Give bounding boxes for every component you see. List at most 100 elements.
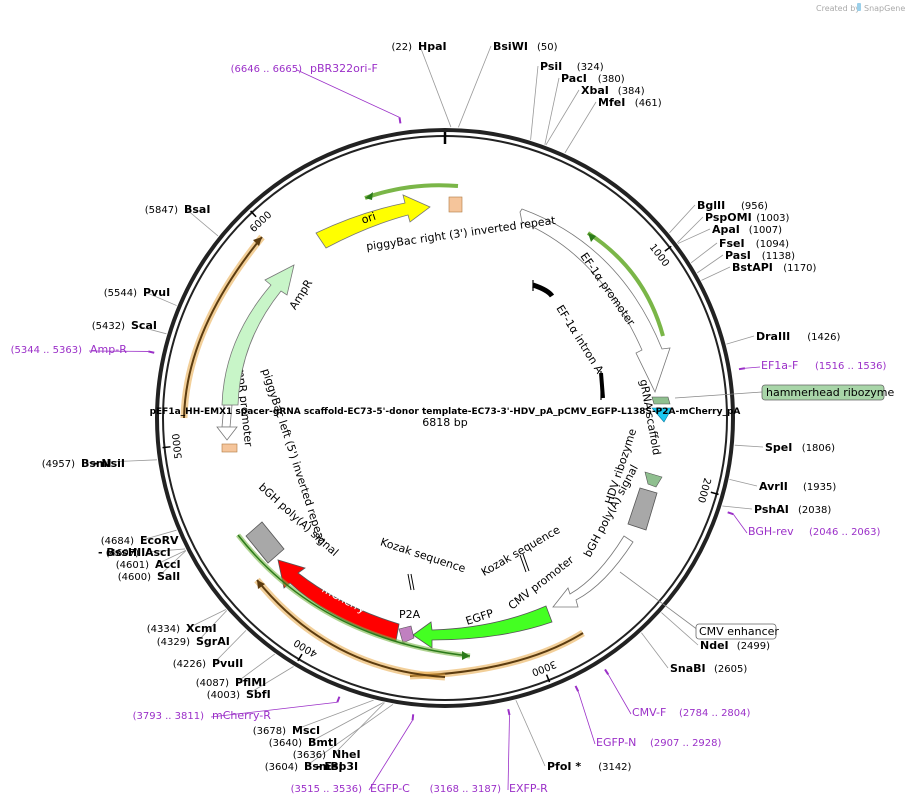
primer-position: (5344 .. 5363) <box>11 345 83 356</box>
site-label[interactable]: BsmBI(3604) <box>265 760 343 773</box>
site-connector <box>247 666 294 695</box>
primer-label[interactable]: EGFP-N(2907 .. 2928) <box>596 736 722 749</box>
primer-connector <box>296 69 400 118</box>
primer-position: (3515 .. 3536) <box>291 784 363 795</box>
site-label[interactable]: PacI(380) <box>561 72 625 85</box>
primer-label[interactable]: EF1a-F(1516 .. 1536) <box>761 359 887 372</box>
site-label[interactable]: MscI(3678) <box>253 724 320 737</box>
site-label[interactable]: BsiWI(50) <box>493 40 558 53</box>
site-label[interactable]: PspOMI(1003) <box>705 211 790 224</box>
site-label[interactable]: SalI(4600) <box>118 570 180 583</box>
site-label[interactable]: AccI(4601) <box>116 558 181 571</box>
feature-ori[interactable]: ori <box>315 194 431 249</box>
site-label[interactable]: PshAI(2038) <box>754 503 831 516</box>
site-label[interactable]: PasI(1138) <box>725 249 795 262</box>
primer-bar-ef1a-arrow-icon <box>588 233 596 242</box>
site-position: (1094) <box>756 239 789 250</box>
site-label[interactable]: SpeI(1806) <box>765 441 835 454</box>
site-position: (50) <box>537 42 558 53</box>
plasmid-size: 6818 bp <box>422 416 467 429</box>
kozak-marker-1 <box>407 573 412 591</box>
site-label[interactable]: - Esp3I <box>316 760 358 773</box>
site-label[interactable]: SnaBI(2605) <box>670 662 747 675</box>
cmv-enhancer-leader <box>619 571 699 631</box>
site-label[interactable]: PsiI(324) <box>540 60 604 73</box>
site-label[interactable]: PvuI(5544) <box>104 286 170 299</box>
ruler-tick-label: 2000 <box>695 476 712 503</box>
site-connector <box>141 529 177 541</box>
site-connector <box>213 630 247 664</box>
site-position: (4684) <box>101 536 134 547</box>
site-label[interactable]: BsmI(4957) <box>42 457 112 470</box>
ruler-tick <box>710 491 719 496</box>
primer-site <box>574 685 580 692</box>
site-label[interactable]: XcmI(4334) <box>147 622 217 635</box>
site-name: DraIII <box>756 330 790 343</box>
piggybac-right-marker <box>448 196 463 213</box>
site-position: (1935) <box>803 482 836 493</box>
primer-label[interactable]: Amp-R(5344 .. 5363) <box>11 343 128 356</box>
primer-position: (3168 .. 3187) <box>430 784 502 795</box>
site-connector <box>132 324 167 335</box>
site-label[interactable]: NheI(3636) <box>293 748 361 761</box>
feature-cmv-promoter[interactable] <box>552 535 634 608</box>
primer-position: (2046 .. 2063) <box>809 527 881 538</box>
site-label[interactable]: DraIII(1426) <box>756 330 841 343</box>
site-label[interactable]: SgrAI(4329) <box>157 635 230 648</box>
site-name: BsmBI <box>304 760 343 773</box>
primer-label[interactable]: BGH-rev(2046 .. 2063) <box>748 525 881 538</box>
feature-piggybac-right[interactable] <box>519 208 671 394</box>
site-label[interactable]: MfeI(461) <box>598 96 662 109</box>
site-name: - BssHII <box>98 546 145 559</box>
site-label[interactable]: ScaI(5432) <box>92 319 157 332</box>
site-position: (3142) <box>598 762 631 773</box>
site-label[interactable]: - BssHII <box>98 546 145 559</box>
ruler-tick <box>545 674 551 683</box>
primer-label[interactable]: EXFP-R(3168 .. 3187) <box>430 782 549 795</box>
feature-bgh-right[interactable] <box>627 487 658 531</box>
feature-mcherry[interactable]: mCherry <box>277 559 400 642</box>
primer-label[interactable]: pBR322ori-F(6646 .. 6665) <box>231 62 378 75</box>
site-label[interactable]: BstAPI(1170) <box>732 261 817 274</box>
site-label[interactable]: EcoRV(4684) <box>101 534 179 547</box>
primer-label[interactable]: mCherry-R(3793 .. 3811) <box>133 709 272 722</box>
site-position: (380) <box>598 74 625 85</box>
feature-ef1a-intron[interactable] <box>532 280 605 400</box>
site-position: (5847) <box>145 205 178 216</box>
feature-p2a[interactable] <box>398 625 415 644</box>
primer-position: (2907 .. 2928) <box>650 738 722 749</box>
primer-position: (1516 .. 1536) <box>815 361 887 372</box>
primer-site <box>604 668 610 676</box>
site-label[interactable]: XbaI(384) <box>581 84 645 97</box>
site-label[interactable]: AvrII(1935) <box>759 480 836 493</box>
site-label[interactable]: AscI(4607) <box>106 546 171 559</box>
site-name: BsmI <box>81 457 112 470</box>
site-name: ApaI <box>712 223 740 236</box>
site-name: NheI <box>332 748 361 761</box>
snapgene-logo-icon <box>857 3 861 11</box>
site-label[interactable]: BglII(956) <box>697 199 768 212</box>
primer-label[interactable]: EGFP-C(3515 .. 3536) <box>291 782 411 795</box>
site-label[interactable]: PfoI * (3142) <box>547 760 632 773</box>
site-label[interactable]: HpaI(22) <box>391 40 446 53</box>
hammerhead-leader <box>674 391 763 399</box>
primer-label[interactable]: CMV-F(2784 .. 2804) <box>632 706 751 719</box>
site-label[interactable]: FseI(1094) <box>719 237 789 250</box>
primer-position: (2784 .. 2804) <box>679 708 751 719</box>
primer-site <box>148 350 155 354</box>
feature-bgh-left[interactable] <box>245 521 285 564</box>
site-label[interactable]: SbfI(4003) <box>207 688 271 701</box>
site-label[interactable]: PflMI(4087) <box>196 676 267 689</box>
orange-bar-ampr <box>183 236 263 419</box>
site-label[interactable]: - NsiI <box>93 457 125 470</box>
site-label[interactable]: BsaI(5847) <box>145 203 211 216</box>
kozak-marker-2 <box>519 554 527 573</box>
site-connector <box>187 609 227 629</box>
site-name: PfoI * <box>547 760 581 773</box>
primer-connector <box>744 366 761 369</box>
site-label[interactable]: NdeI(2499) <box>700 639 770 652</box>
site-label[interactable]: PvuII(4226) <box>173 657 244 670</box>
site-position: (1003) <box>756 213 789 224</box>
site-label[interactable]: ApaI(1007) <box>712 223 782 236</box>
site-label[interactable]: BmtI(3640) <box>269 736 337 749</box>
